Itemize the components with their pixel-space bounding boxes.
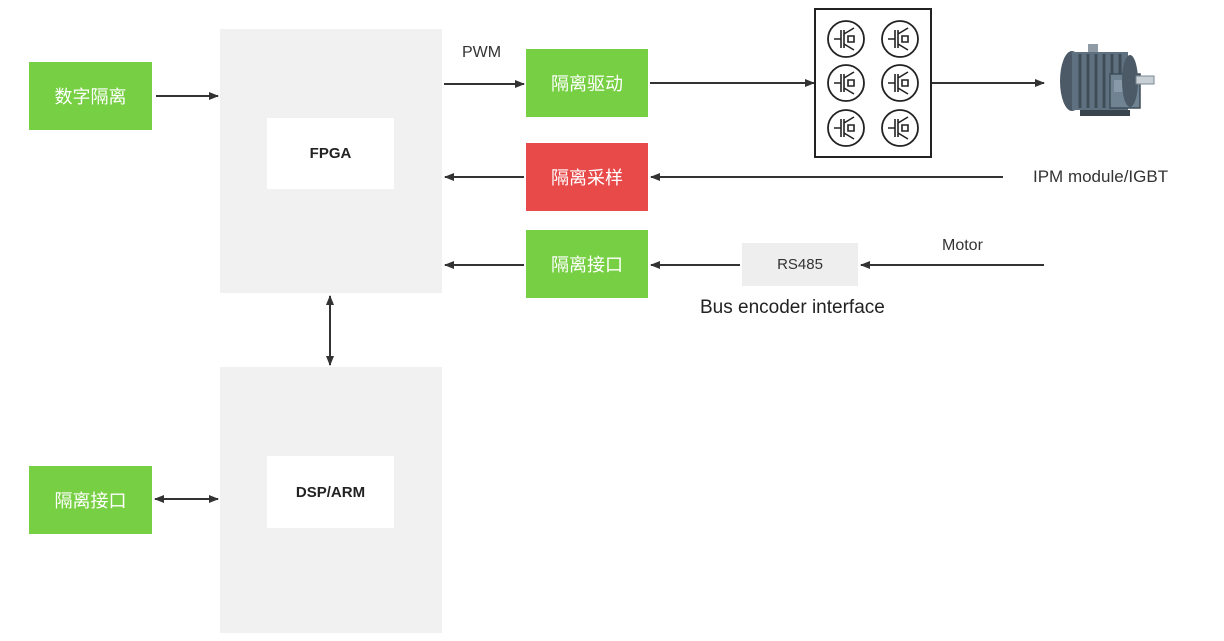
igbt-module-icon xyxy=(814,8,932,158)
isolated-sampling-block: 隔离采样 xyxy=(526,143,648,211)
pwm-label: PWM xyxy=(462,44,502,61)
dsp-arm-block: DSP/ARM xyxy=(267,456,394,528)
fpga-block: FPGA xyxy=(267,118,394,189)
isolated-interface-left-block: 隔离接口 xyxy=(29,466,152,534)
digital-isolation-block: 数字隔离 xyxy=(29,62,152,130)
motor-icon xyxy=(1060,44,1155,116)
ipm-label: IPM module/IGBT xyxy=(1033,167,1169,186)
motor-label: Motor xyxy=(942,237,983,254)
rs485-block: RS485 xyxy=(742,243,858,286)
isolated-drive-block: 隔离驱动 xyxy=(526,49,648,117)
isolated-interface-right-block: 隔离接口 xyxy=(526,230,648,298)
bus-encoder-label: Bus encoder interface xyxy=(700,297,885,318)
